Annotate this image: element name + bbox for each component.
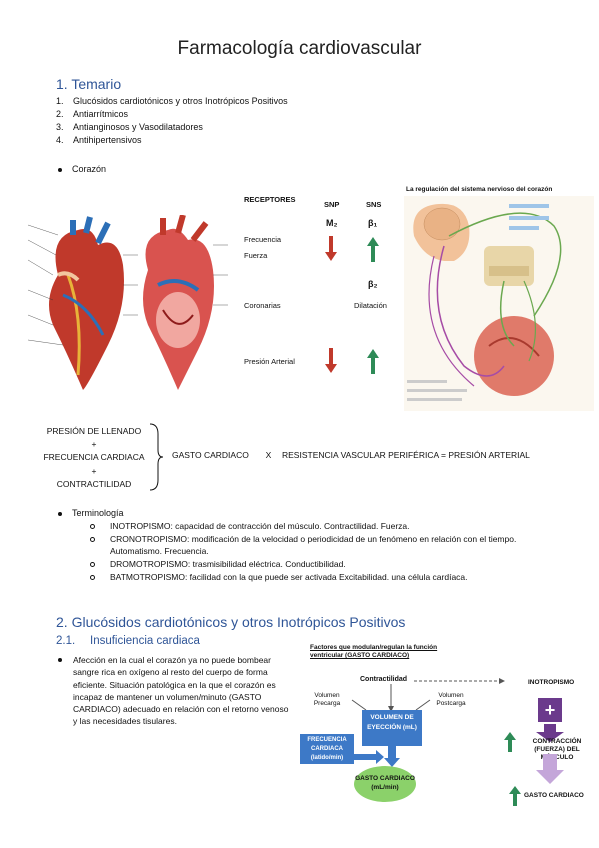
temario-item: 2.Antiarrítmicos [56, 109, 129, 119]
term-item: CRONOTROPISMO: modificación de la veloci… [90, 533, 570, 557]
term-item: BATMOTROPISMO: facilidad con la que pued… [90, 571, 570, 583]
bullet-icon [58, 658, 62, 662]
snp-header: SNP [324, 200, 340, 209]
b1-receptor: β₁ [368, 218, 378, 228]
receptors-table: RECEPTORES SNP SNS M₂ β₁ Frecuencia Fuer… [244, 190, 392, 380]
volumen-eyeccion-box: VOLUMEN DE EYECCIÓN (mL) [362, 710, 422, 746]
gasto-cardiaco-diagram: Factores que modulan/regulan la función … [296, 644, 596, 844]
circle-bullet-icon [90, 537, 95, 542]
terminologia-list: INOTROPISMO: capacidad de contracción de… [90, 520, 570, 583]
arrow-down-icon [536, 754, 564, 784]
plus-icon: + [538, 698, 562, 722]
eq-rhs: RESISTENCIA VASCULAR PERIFÉRICA = PRESIÓ… [282, 450, 530, 460]
contractilidad-label: Contractilidad [360, 676, 408, 683]
flow-arrows [354, 744, 400, 767]
equation-left: PRESIÓN DE LLENADO + FRECUENCIA CARDIACA… [24, 425, 164, 491]
insuficiencia-paragraph: Afección en la cual el corazón ya no pue… [58, 654, 290, 728]
heart-anatomy-illustration [28, 215, 228, 390]
circle-bullet-icon [90, 524, 95, 529]
sns-header: SNS [366, 200, 382, 209]
postcarga-label: Volumen Postcarga [436, 692, 466, 707]
circle-bullet-icon [90, 575, 95, 580]
nervous-system-illustration [404, 196, 594, 411]
term-item: DROMOTROPISMO: trasmisibilidad eléctrica… [90, 558, 570, 570]
gasto-cardiaco-label: GASTO CARDIACO [524, 792, 584, 799]
arrow-down-icon [536, 724, 564, 742]
temario-item: 3.Antianginosos y Vasodilatadores [56, 122, 203, 132]
brace-icon [149, 423, 164, 491]
bullet-icon [58, 511, 62, 516]
gasto-cardiaco-ellipse: GASTO CARDIACO (mL/min) [354, 766, 416, 802]
nervous-title: La regulación del sistema nervioso del c… [406, 186, 553, 193]
precarga-label: Volumen Precarga [313, 692, 341, 707]
b2-receptor: β₂ [368, 279, 378, 289]
inotropismo-label: INOTROPISMO [528, 679, 575, 686]
m2-receptor: M₂ [326, 218, 338, 228]
section-2-heading: 2. Glucósidos cardiotónicos y otros Inot… [56, 614, 406, 630]
equation-right: GASTO CARDIACO X RESISTENCIA VASCULAR PE… [172, 450, 530, 460]
receptors-header: RECEPTORES [244, 195, 296, 204]
eq-plus: + [91, 465, 97, 476]
input-arrows [351, 684, 431, 712]
section-1-heading: 1. Temario [56, 76, 122, 92]
arrow-up-icon [367, 237, 379, 262]
terminologia-bullet: Terminología [58, 507, 124, 520]
dilatacion-label: Dilatación [354, 301, 387, 310]
presion-label: Presión Arterial [244, 357, 295, 366]
arrow-up-icon [367, 349, 379, 374]
eq-presion-llenado: PRESIÓN DE LLENADO [46, 426, 142, 436]
dashed-arrow-icon [414, 678, 505, 684]
arrow-down-icon [325, 236, 337, 261]
diagram-title: Factores que modulan/regulan la función … [310, 644, 438, 659]
subsection-heading: 2.1.Insuficiencia cardiaca [56, 635, 200, 647]
temario-item: 4.Antihipertensivos [56, 135, 142, 145]
arrow-down-icon [325, 348, 337, 373]
page-title: Farmacología cardiovascular [177, 38, 422, 59]
eq-gasto-cardiaco: GASTO CARDIACO [172, 450, 249, 460]
eq-frecuencia-cardiaca: FRECUENCIA CARDIACA [43, 452, 145, 463]
corazon-bullet: Corazón [58, 163, 106, 176]
frecuencia-cardiaca-box: FRECUENCIA CARDIACA (latido/min) [300, 734, 354, 764]
temario-list: 1.Glucósidos cardiotónicos y otros Inotr… [56, 95, 376, 147]
bullet-icon [58, 167, 62, 172]
eq-contractilidad: CONTRACTILIDAD [56, 478, 132, 489]
circle-bullet-icon [90, 562, 95, 567]
frecuencia-label: Frecuencia [244, 235, 282, 244]
coronarias-label: Coronarias [244, 301, 281, 310]
eq-plus: + [91, 439, 97, 450]
fuerza-label: Fuerza [244, 251, 268, 260]
eq-times: X [265, 450, 272, 460]
temario-item: 1.Glucósidos cardiotónicos y otros Inotr… [56, 96, 288, 106]
arrow-up-icon [509, 786, 521, 806]
arrow-up-icon [504, 732, 516, 752]
term-item: INOTROPISMO: capacidad de contracción de… [90, 520, 570, 532]
